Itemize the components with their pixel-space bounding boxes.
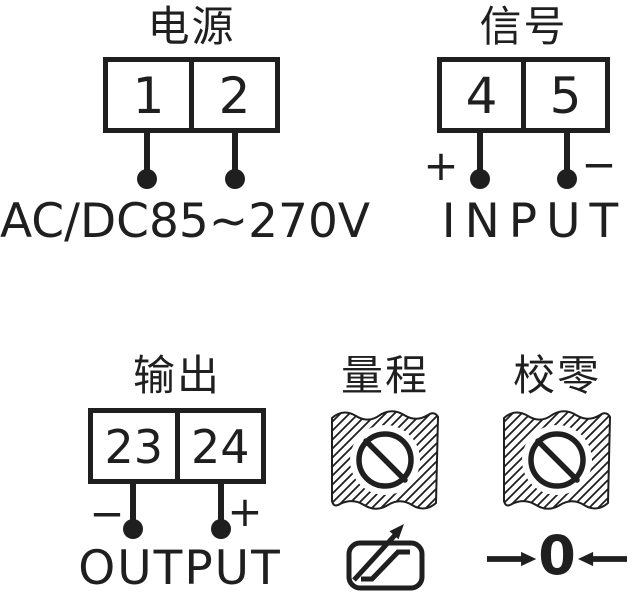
arrows-toward-zero-icon: 0 [487, 528, 627, 590]
signal-terminal-dot-right [557, 169, 577, 189]
signal-lead-left [477, 131, 483, 173]
arrow-left-icon [577, 551, 627, 567]
power-title: 电源 [147, 2, 236, 51]
span-adjust-section: 量程 [320, 345, 450, 595]
signal-minus-sign: − [581, 140, 617, 189]
output-section: 输出 23 24 − + OUTPUT [0, 345, 320, 595]
terminal-cell-4: 4 [442, 62, 526, 128]
output-terminal-dot-left [123, 519, 143, 539]
zero-adjust-section: 校零 0 [480, 345, 633, 595]
terminal-cell-24: 24 [190, 420, 250, 474]
power-lead-right [232, 131, 238, 173]
zero-label: 0 [538, 523, 576, 587]
output-plus-sign: + [227, 487, 263, 536]
terminal-cell-5: 5 [549, 67, 582, 125]
span-title: 量程 [340, 351, 429, 400]
signal-plus-sign: + [423, 141, 459, 190]
zero-screw-icon [503, 410, 611, 510]
output-terminal-block: 23 24 [88, 408, 266, 484]
terminal-cell-1: 1 [108, 62, 194, 128]
arrow-right-icon [487, 551, 537, 567]
output-lead-right [218, 482, 224, 524]
span-screw-icon [331, 410, 439, 510]
signal-title: 信号 [479, 2, 568, 51]
terminal-cell-2: 2 [218, 67, 251, 125]
signal-caption: INPUT [441, 194, 628, 249]
signal-section: 信号 4 5 + − INPUT [400, 0, 633, 250]
power-terminal-block: 1 2 [103, 57, 280, 133]
signal-lead-right [564, 131, 570, 173]
potentiometer-ramp-arrow-icon [346, 524, 425, 591]
signal-terminal-dot-left [470, 169, 490, 189]
output-terminal-dot-right [211, 519, 231, 539]
terminal-cell-23: 23 [93, 413, 180, 479]
power-section: 电源 1 2 AC/DC85~270V [0, 0, 390, 250]
signal-terminal-block: 4 5 [437, 57, 610, 133]
power-lead-left [144, 131, 150, 173]
power-terminal-dot-left [137, 169, 157, 189]
zero-title: 校零 [512, 351, 601, 400]
output-minus-sign: − [89, 489, 125, 538]
power-terminal-dot-right [225, 169, 245, 189]
power-caption: AC/DC85~270V [0, 194, 371, 249]
output-lead-left [130, 482, 136, 524]
output-caption: OUTPUT [78, 541, 282, 595]
output-title: 输出 [132, 351, 221, 400]
